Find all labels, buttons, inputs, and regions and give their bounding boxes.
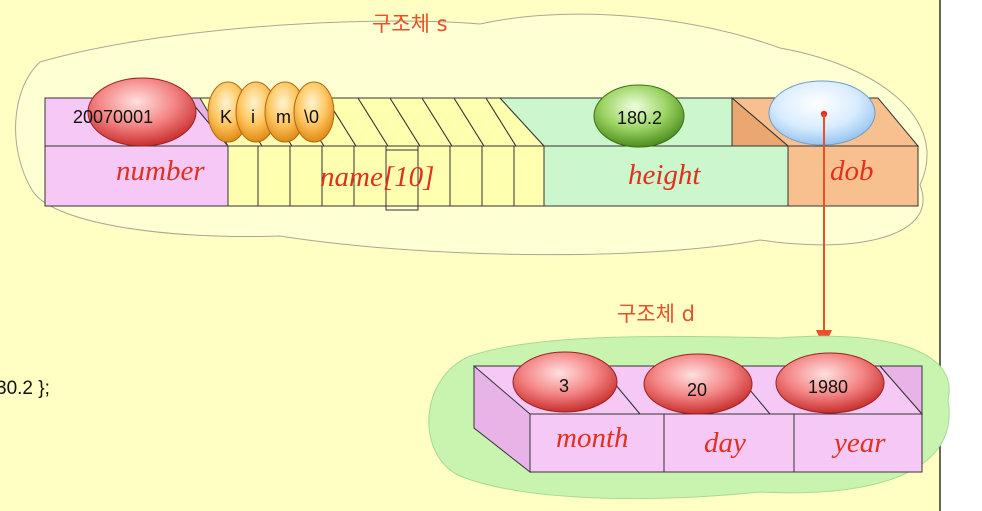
name-slot-outline [385, 149, 419, 211]
number-label: number [116, 155, 205, 187]
number-value: 20070001 [73, 107, 153, 127]
name-slot [513, 145, 545, 207]
name-slot [481, 145, 515, 207]
height-label: height [628, 159, 701, 191]
name-char: i [251, 107, 255, 127]
name-char: K [220, 107, 232, 127]
name-slot [353, 145, 387, 207]
month-label: month [556, 422, 629, 454]
struct-s-title: 구조체 s [372, 12, 448, 36]
day-value: 20 [687, 380, 707, 400]
name-label: name[10] [320, 161, 434, 193]
name-slot [449, 145, 483, 207]
name-slot [227, 145, 259, 207]
month-value: 3 [559, 376, 569, 396]
day-label: day [704, 427, 746, 459]
height-value: 180.2 [617, 108, 662, 128]
year-ball [775, 352, 885, 414]
name-slot [289, 145, 323, 207]
name-char: \0 [304, 107, 319, 127]
day-ball [643, 353, 753, 415]
name-slot [257, 145, 291, 207]
dob-label: dob [830, 155, 874, 187]
name-char-ball [293, 81, 335, 143]
number-ball [87, 77, 197, 147]
month-ball [512, 351, 618, 413]
year-value: 1980 [808, 377, 848, 397]
code-fragment: 30.2 }; [0, 378, 50, 399]
name-char: m [276, 107, 291, 127]
year-label: year [831, 427, 886, 459]
height-ball [593, 84, 685, 148]
struct-d-title: 구조체 d [617, 302, 695, 326]
